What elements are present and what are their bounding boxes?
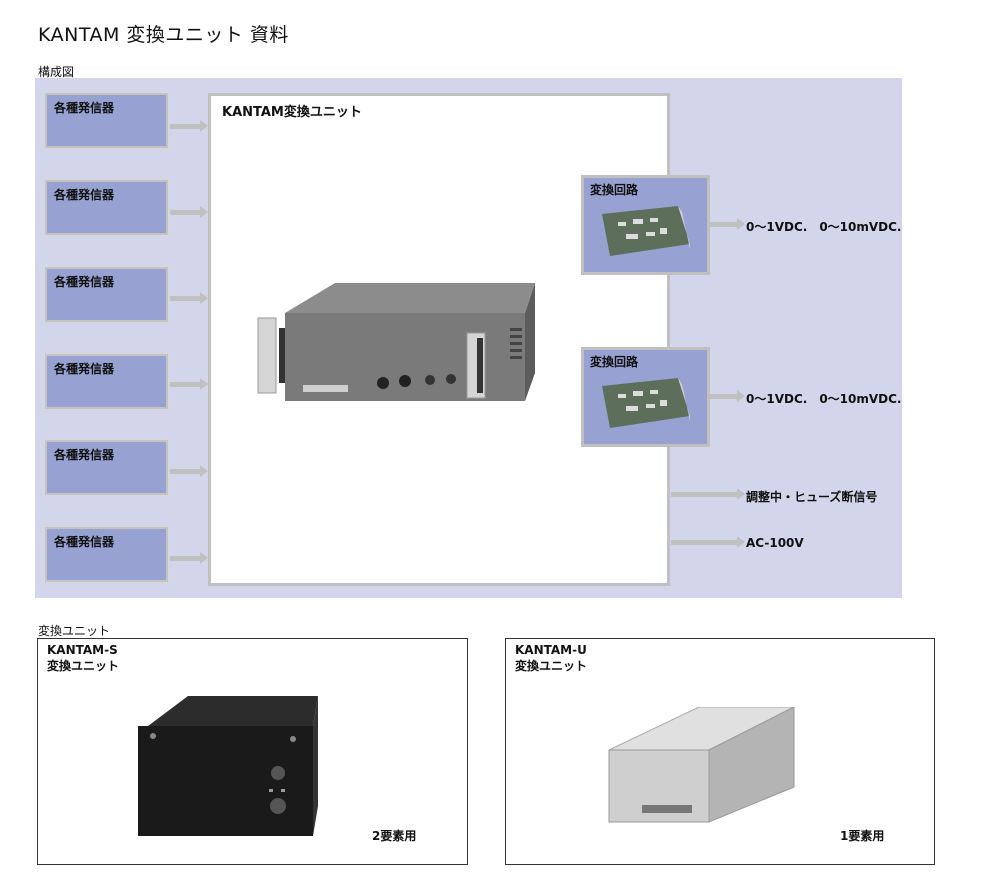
- arrow-icon: [671, 536, 745, 548]
- product-note: 1要素用: [840, 829, 885, 843]
- converter-label: 変換回路: [590, 355, 639, 369]
- output-signal-2: 0～1VDC. 0～10mVDC.: [746, 392, 902, 406]
- arrow-icon: [170, 292, 208, 304]
- generator-label: 各種発信器: [54, 188, 115, 202]
- product-card-kantam-s: KANTAM-S 変換ユニット 2要素用: [37, 638, 468, 865]
- diagram-section-label: 構成図: [38, 65, 75, 79]
- generator-box-1: 各種発信器: [44, 92, 169, 149]
- circuit-board-image: [602, 206, 690, 256]
- product-model: KANTAM-S: [47, 643, 118, 657]
- generator-box-3: 各種発信器: [44, 266, 169, 323]
- product-model: KANTAM-U: [515, 643, 587, 657]
- rack-unit-image: [257, 283, 535, 401]
- page-title: KANTAM 変換ユニット 資料: [38, 24, 289, 46]
- output-signal-1: 0～1VDC. 0～10mVDC.: [746, 220, 902, 234]
- arrow-icon: [710, 390, 745, 402]
- output-alarm: 調整中・ヒューズ断信号: [746, 490, 878, 504]
- generator-box-4: 各種発信器: [44, 353, 169, 410]
- arrow-icon: [170, 552, 208, 564]
- product-type: 変換ユニット: [515, 659, 588, 673]
- arrow-icon: [170, 378, 208, 390]
- converter-box-2: 変換回路: [581, 347, 710, 447]
- generator-label: 各種発信器: [54, 535, 115, 549]
- generator-label: 各種発信器: [54, 275, 115, 289]
- arrow-icon: [710, 218, 745, 230]
- kantam-s-image: [138, 696, 318, 836]
- generator-label: 各種発信器: [54, 101, 115, 115]
- arrow-icon: [170, 206, 208, 218]
- generator-label: 各種発信器: [54, 448, 115, 462]
- product-type: 変換ユニット: [47, 659, 120, 673]
- generator-box-2: 各種発信器: [44, 179, 169, 236]
- kantam-unit-label: KANTAM変換ユニット: [222, 105, 362, 120]
- units-section-label: 変換ユニット: [38, 624, 111, 638]
- generator-box-6: 各種発信器: [44, 526, 169, 583]
- product-note: 2要素用: [372, 829, 417, 843]
- converter-box-1: 変換回路: [581, 175, 710, 275]
- generator-label: 各種発信器: [54, 362, 115, 376]
- generator-box-5: 各種発信器: [44, 439, 169, 496]
- output-power: AC-100V: [746, 536, 804, 550]
- circuit-board-image: [602, 378, 690, 428]
- arrow-icon: [170, 465, 208, 477]
- kantam-u-image: [608, 707, 795, 823]
- converter-label: 変換回路: [590, 183, 639, 197]
- arrow-icon: [170, 120, 208, 132]
- arrow-icon: [671, 488, 745, 500]
- product-card-kantam-u: KANTAM-U 変換ユニット 1要素用: [505, 638, 935, 865]
